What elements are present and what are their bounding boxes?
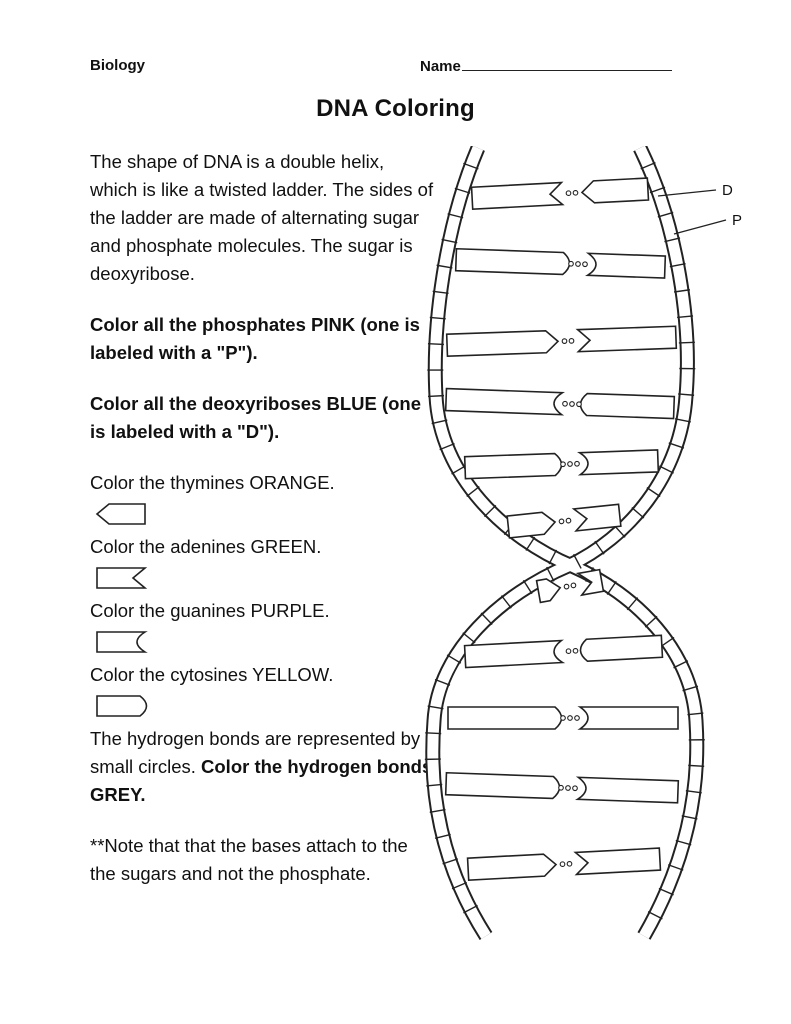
deoxyriboses-instruction: Color all the deoxyriboses BLUE (one is … [90, 393, 422, 442]
hydrogen-bond-circle [570, 582, 577, 589]
hydrogen-bond-circle [565, 190, 572, 197]
base-pair-rung [466, 847, 662, 881]
cytosines-instruction: Color the cytosines YELLOW. [90, 664, 334, 685]
hydrogen-bond-circle [565, 648, 572, 655]
hydrogen-bond-circle [558, 784, 564, 791]
base-pair-rung [506, 503, 622, 539]
adenine-shape-icon [96, 567, 148, 589]
hydrogen-bond-circle [582, 261, 588, 268]
base-pair-rung [463, 634, 664, 669]
base-pair-rung [463, 449, 660, 480]
hydrogen-bond-circle [572, 647, 579, 654]
name-blank-line [461, 57, 672, 71]
key-item-thymine: Color the thymines ORANGE. [90, 469, 434, 527]
hydrogen-bond-circle [567, 715, 573, 721]
hydrogen-bond-circle [574, 715, 580, 721]
adenines-instruction: Color the adenines GREEN. [90, 536, 322, 557]
cytosine-shape-icon [96, 695, 148, 717]
hydrogen-bond-circle [560, 461, 566, 468]
key-item-cytosine: Color the cytosines YELLOW. [90, 661, 434, 719]
hydrogen-bond-circle [563, 583, 570, 590]
hydrogen-bonds-text: The hydrogen bonds are represented by sm… [90, 728, 421, 777]
hydrogen-bond-circle [562, 400, 568, 407]
hydrogen-bond-circle [560, 715, 566, 721]
hydrogen-bonds-bold-text: Color the hydrogen bonds GREY. [90, 756, 433, 805]
note-paragraph: **Note that that the bases attach to the… [90, 835, 408, 884]
label-phosphate: P [732, 212, 742, 229]
key-item-guanine: Color the guanines PURPLE. [90, 597, 434, 655]
base-pair-rung [447, 706, 679, 730]
hydrogen-bond-circle [567, 461, 573, 467]
name-field: Name [420, 57, 672, 75]
hydrogen-bond-circle [572, 189, 579, 196]
thymines-instruction: Color the thymines ORANGE. [90, 472, 335, 493]
hydrogen-bond-circle [568, 260, 574, 267]
guanines-instruction: Color the guanines PURPLE. [90, 600, 330, 621]
hydrogen-bond-circle [559, 861, 566, 868]
hydrogen-bond-circle [565, 785, 571, 791]
base-pair-rung [445, 325, 678, 358]
text-column: The shape of DNA is a double helix, whic… [90, 148, 434, 911]
base-pair-rung [470, 177, 650, 211]
hydrogen-bond-circle [568, 338, 575, 344]
hydrogen-bond-circle [575, 261, 581, 267]
guanine-shape-icon [96, 631, 148, 653]
hydrogen-bond-circle [558, 518, 565, 525]
base-pair-rung [444, 771, 680, 804]
name-label: Name [420, 58, 461, 75]
base-pair-rung [444, 387, 676, 420]
hydrogen-bond-circle [565, 517, 572, 524]
base-pair-rung [454, 247, 667, 279]
hydrogen-bond-circle [569, 401, 575, 407]
page-title: DNA Coloring [316, 95, 475, 122]
hydrogen-bond-circle [574, 460, 580, 467]
base-pair-rung [535, 568, 605, 604]
hydrogen-bond-circle [572, 785, 578, 792]
label-deoxyribose: D [722, 182, 733, 199]
key-item-adenine: Color the adenines GREEN. [90, 533, 434, 591]
hydrogen-bond-circle [566, 860, 573, 867]
course-label: Biology [90, 57, 145, 74]
thymine-shape-icon [95, 503, 146, 525]
intro-paragraph: The shape of DNA is a double helix, whic… [90, 151, 434, 284]
phosphates-instruction: Color all the phosphates PINK (one is la… [90, 314, 420, 363]
hydrogen-bond-circle [561, 338, 568, 344]
dna-helix-svg: DP [424, 144, 742, 941]
hydrogen-bond-circle [576, 401, 582, 408]
hydrogen-bonds-paragraph: The hydrogen bonds are represented by sm… [90, 725, 434, 809]
